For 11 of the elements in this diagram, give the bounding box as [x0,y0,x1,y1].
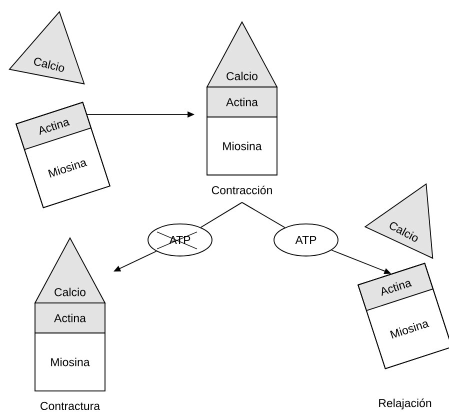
node-label: Contractura [40,402,100,410]
node-label: Contracción [212,186,272,194]
box: Miosina [206,116,278,176]
band: Actina [16,102,92,150]
node-label: Relajación [379,398,432,410]
band: Actina [206,86,278,118]
label: Miosina [390,322,430,339]
band: Actina [34,302,106,334]
band: Actina [358,262,434,312]
label: Miosina [48,160,88,178]
box: Miosina [34,332,106,392]
